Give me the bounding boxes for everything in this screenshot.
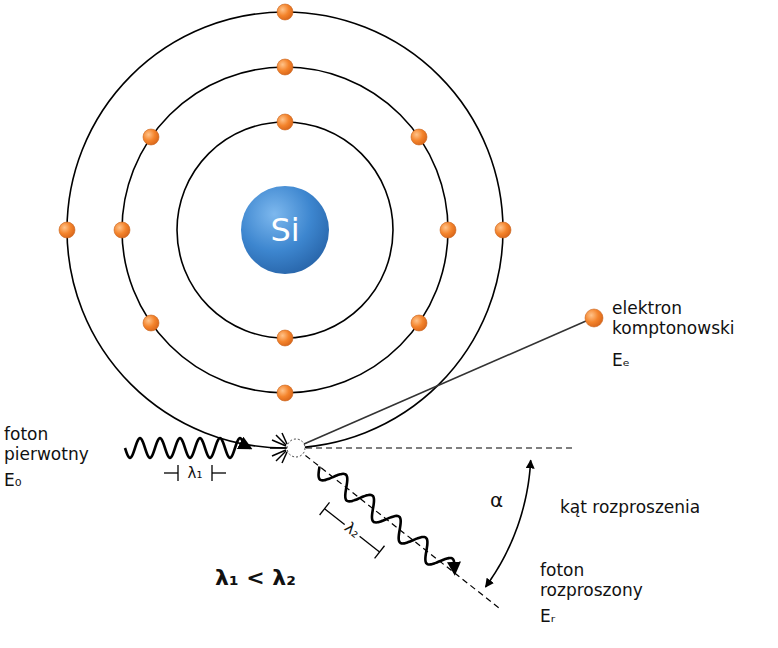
electrons — [59, 4, 511, 401]
wavelength-symbol: λ₂ — [339, 517, 365, 543]
energy-symbol: E₀ — [4, 470, 22, 490]
angle-label: kąt rozproszenia — [560, 497, 700, 517]
energy-symbol: Eᵣ — [540, 606, 555, 626]
angle-arc — [486, 460, 531, 587]
electron-track — [304, 321, 586, 444]
electron-shells — [67, 12, 503, 448]
scatter-direction-line — [305, 455, 501, 610]
nucleus-circle: Si — [240, 185, 330, 275]
element-symbol: Si — [240, 185, 330, 275]
electron-vacancy — [287, 439, 305, 457]
primary-photon-wave — [125, 438, 250, 458]
wavelength-bracket — [164, 465, 226, 481]
particle-label: foton pierwotny — [4, 424, 104, 465]
wavelength-symbol: λ₁ — [186, 464, 205, 482]
wavelength-bracket — [320, 502, 385, 558]
collision-burst — [270, 433, 287, 463]
reference-line — [306, 447, 575, 448]
energy-symbol: Eₑ — [612, 350, 630, 370]
wavelength-relation: λ₁ < λ₂ — [215, 565, 296, 591]
scattered-photon-wave — [319, 467, 455, 573]
particle-label: elektron komptonowski — [612, 298, 752, 339]
angle-symbol: α — [490, 488, 503, 512]
compton-electron — [585, 309, 603, 327]
particle-label: foton rozproszony — [540, 560, 672, 601]
